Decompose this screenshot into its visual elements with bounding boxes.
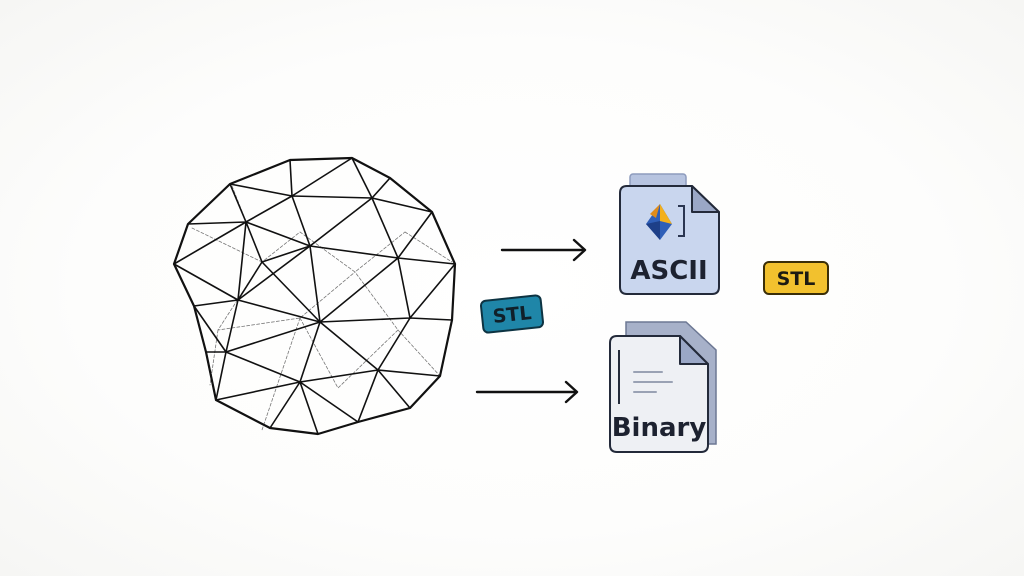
arrow-to-ascii xyxy=(500,238,587,262)
stl-badge-right: STL xyxy=(763,261,829,295)
3d-logo-icon xyxy=(646,204,685,240)
binary-file-label: Binary xyxy=(612,413,707,443)
wireframe-polyhedron-icon xyxy=(172,156,457,436)
stl-badge-left: STL xyxy=(479,294,545,334)
stl-badge-left-text: STL xyxy=(492,302,533,328)
ascii-file-label: ASCII xyxy=(630,256,707,286)
stl-badge-right-text: STL xyxy=(777,268,816,290)
arrow-to-binary xyxy=(475,380,579,404)
ascii-file-icon: ASCII xyxy=(619,173,720,295)
text-lines-icon xyxy=(633,371,673,393)
binary-file-icon: Binary xyxy=(609,321,717,453)
